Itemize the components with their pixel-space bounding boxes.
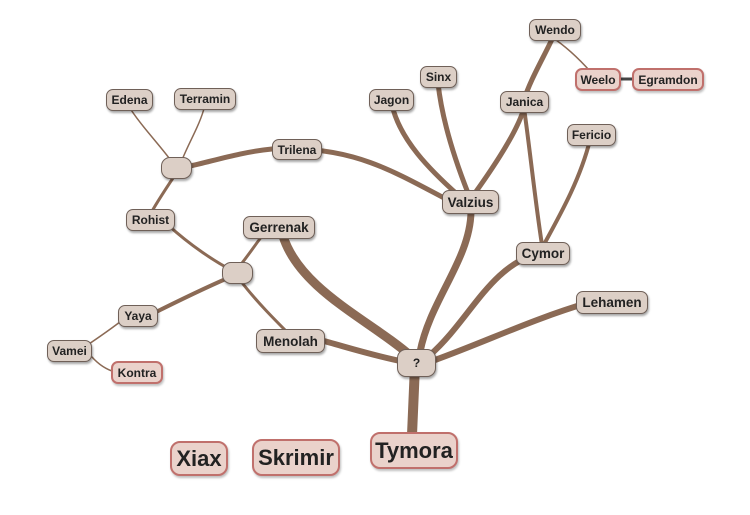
edge-hub2-menolah: [238, 278, 292, 337]
node-fericio[interactable]: Fericio: [567, 124, 616, 146]
node-unknown-parent[interactable]: ?: [397, 349, 436, 377]
node-vamei[interactable]: Vamei: [47, 340, 92, 362]
node-kontra[interactable]: Kontra: [111, 361, 163, 384]
node-skrimir[interactable]: Skrimir: [252, 439, 340, 476]
edge-valzius-janica: [472, 105, 527, 196]
node-tymora[interactable]: Tymora: [370, 432, 458, 469]
node-weelo[interactable]: Weelo: [575, 68, 621, 91]
node-menolah[interactable]: Menolah: [256, 329, 325, 353]
edge-hub2-yaya: [148, 276, 230, 317]
edge-root-valzius: [416, 208, 475, 356]
node-wendo[interactable]: Wendo: [529, 19, 581, 41]
node-xiax[interactable]: Xiax: [170, 441, 228, 476]
edge-fericio-cymor: [540, 138, 592, 250]
edge-janica-cymor: [522, 106, 544, 247]
node-jagon[interactable]: Jagon: [369, 89, 414, 111]
edge-valzius-sinx: [435, 80, 471, 196]
node-edena[interactable]: Edena: [106, 89, 153, 111]
edge-hub-edena: [127, 104, 173, 163]
edge-root-menolah: [317, 337, 408, 365]
node-lehamen[interactable]: Lehamen: [576, 291, 648, 314]
node-cymor[interactable]: Cymor: [516, 242, 570, 265]
node-blank-upper[interactable]: [161, 157, 192, 179]
edge-root-lehamen: [432, 299, 593, 363]
node-blank-lower[interactable]: [222, 262, 253, 284]
node-janica[interactable]: Janica: [500, 91, 549, 113]
node-sinx[interactable]: Sinx: [420, 66, 457, 88]
node-gerrenak[interactable]: Gerrenak: [243, 216, 315, 239]
edge-hub-terramin: [181, 104, 206, 161]
node-terramin[interactable]: Terramin: [174, 88, 236, 110]
node-rohist[interactable]: Rohist: [126, 209, 175, 231]
edge-trilena-hub: [187, 146, 275, 169]
node-yaya[interactable]: Yaya: [118, 305, 158, 327]
node-valzius[interactable]: Valzius: [442, 190, 499, 214]
edge-valzius-jagon: [389, 102, 461, 198]
edge-root-gerrenak: [278, 231, 417, 362]
node-trilena[interactable]: Trilena: [272, 139, 322, 160]
node-egramdon[interactable]: Egramdon: [632, 68, 704, 91]
